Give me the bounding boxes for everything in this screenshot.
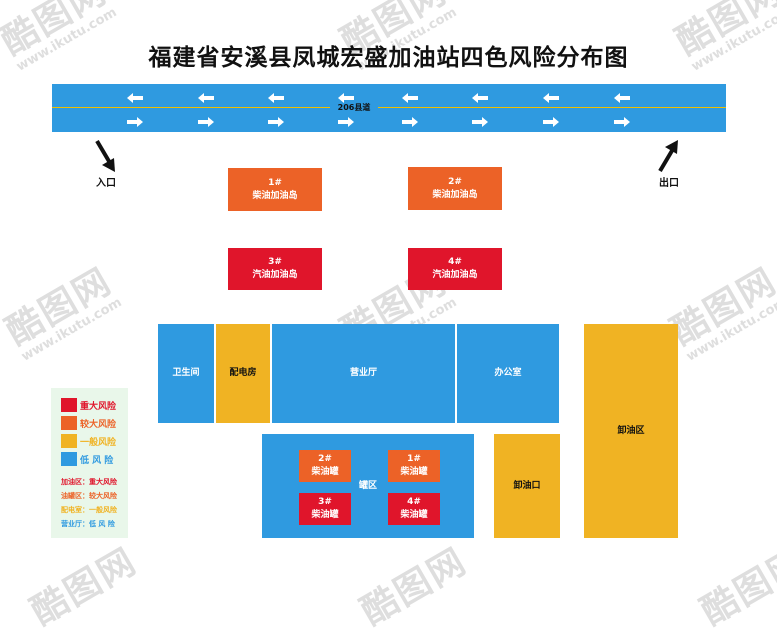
business-hall-zone: 营业厅 xyxy=(272,324,455,423)
legend-label-general: 一般风险 xyxy=(80,438,117,448)
arrow-left-icon xyxy=(402,93,418,103)
office-zone: 办公室 xyxy=(457,324,559,423)
exit-label: 出口 xyxy=(659,178,679,189)
watermark: 酷图网 xyxy=(354,540,474,634)
island-number: 3# xyxy=(268,257,282,267)
island-number: 2# xyxy=(448,176,462,187)
legend-label-low: 低 风 险 xyxy=(80,456,114,466)
entrance-arrow-icon xyxy=(95,139,115,172)
arrow-left-icon xyxy=(472,93,488,103)
tank-number: 1# xyxy=(407,454,421,464)
road-center-line xyxy=(52,107,726,108)
watermark: 酷图网 xyxy=(694,540,777,634)
island-label: 柴油加油岛 xyxy=(432,189,478,200)
legend-note-power-room: 配电室：一般风险 xyxy=(61,506,117,514)
arrow-right-icon xyxy=(338,117,354,127)
arrow-right-icon xyxy=(614,117,630,127)
tank-label: 柴油罐 xyxy=(311,510,339,520)
fuel-island-3: 3# 汽油加油岛 xyxy=(228,248,322,290)
unloading-port-zone: 卸油口 xyxy=(494,434,560,538)
arrow-left-icon xyxy=(543,93,559,103)
tank-number: 4# xyxy=(407,497,421,507)
tank-number: 3# xyxy=(318,497,332,507)
arrow-right-icon xyxy=(127,117,143,127)
island-label: 汽油加油岛 xyxy=(432,270,478,280)
tank-4: 4# 柴油罐 xyxy=(388,493,440,525)
legend-label-major: 重大风险 xyxy=(80,402,117,412)
island-number: 4# xyxy=(448,257,462,267)
arrow-right-icon xyxy=(268,117,284,127)
arrow-right-icon xyxy=(543,117,559,127)
tank-label: 柴油罐 xyxy=(400,510,428,520)
legend-swatch-low xyxy=(61,452,77,466)
tank-label: 柴油罐 xyxy=(311,467,339,477)
road-label: 206县道 xyxy=(330,103,378,112)
arrow-right-icon xyxy=(198,117,214,127)
entrance-label: 入口 xyxy=(96,178,116,189)
arrow-left-icon xyxy=(198,93,214,103)
page-title: 福建省安溪县凤城宏盛加油站四色风险分布图 xyxy=(148,45,629,71)
tank-area-zone: 罐区 xyxy=(262,434,474,538)
legend-swatch-major xyxy=(61,398,77,412)
legend-note-fuel-area: 加油区：重大风险 xyxy=(61,478,117,486)
fuel-island-2: 2# 柴油加油岛 xyxy=(408,167,502,210)
watermark: 酷图网 xyxy=(24,540,144,634)
power-room-zone: 配电房 xyxy=(216,324,270,423)
tank-3: 3# 柴油罐 xyxy=(299,493,351,525)
tank-area-label: 罐区 xyxy=(358,480,377,491)
legend-swatch-general xyxy=(61,434,77,448)
island-label: 柴油加油岛 xyxy=(252,190,298,201)
legend-note-hall: 营业厅：低 风 险 xyxy=(61,520,115,528)
arrow-left-icon xyxy=(338,93,354,103)
island-label: 汽油加油岛 xyxy=(252,270,298,280)
fuel-island-1: 1# 柴油加油岛 xyxy=(228,168,322,211)
toilet-zone: 卫生间 xyxy=(158,324,214,423)
tank-1: 1# 柴油罐 xyxy=(388,450,440,482)
exit-arrow-icon xyxy=(658,140,678,173)
unloading-area-zone: 卸油区 xyxy=(584,324,678,538)
tank-number: 2# xyxy=(318,454,332,464)
tank-2: 2# 柴油罐 xyxy=(299,450,351,482)
fuel-island-4: 4# 汽油加油岛 xyxy=(408,248,502,290)
arrow-left-icon xyxy=(268,93,284,103)
legend-note-tank-area: 油罐区：较大风险 xyxy=(61,492,117,500)
arrow-right-icon xyxy=(472,117,488,127)
island-number: 1# xyxy=(268,177,282,188)
arrow-right-icon xyxy=(402,117,418,127)
legend-label-large: 较大风险 xyxy=(80,420,117,430)
arrow-left-icon xyxy=(127,93,143,103)
road xyxy=(52,84,726,132)
arrow-left-icon xyxy=(614,93,630,103)
legend-swatch-large xyxy=(61,416,77,430)
tank-label: 柴油罐 xyxy=(400,467,428,477)
